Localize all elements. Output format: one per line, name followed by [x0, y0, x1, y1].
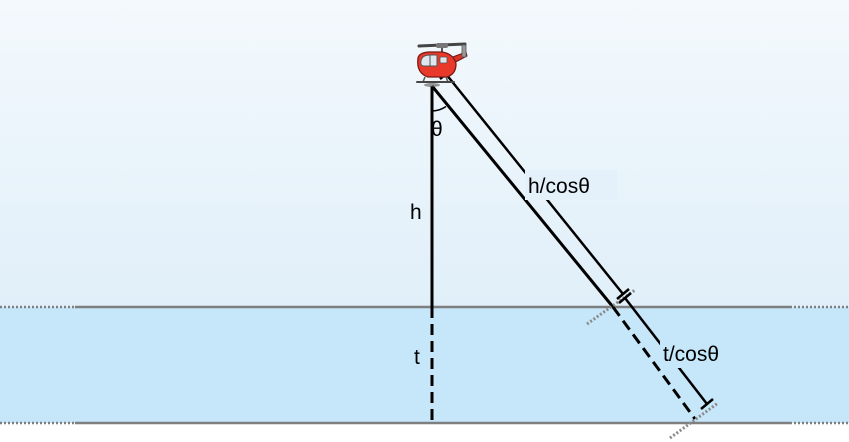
angle-arc [431, 105, 447, 112]
helicopter-icon [416, 42, 468, 87]
bottom-intersection-tick [669, 401, 719, 440]
t-over-cos-label-gap [660, 340, 742, 368]
sky-region [0, 0, 849, 307]
h-over-cos-label: h/cosθ [528, 175, 590, 198]
theta-label: θ [431, 118, 443, 141]
h-over-cos-label-gap [525, 170, 617, 200]
h-label: h [410, 201, 422, 224]
below-water-region [0, 423, 849, 442]
t-label: t [414, 346, 420, 369]
t-over-cos-label: t/cosθ [663, 343, 719, 366]
slanted-ray-water [611, 306, 697, 420]
slanted-ray-air [430, 85, 615, 308]
